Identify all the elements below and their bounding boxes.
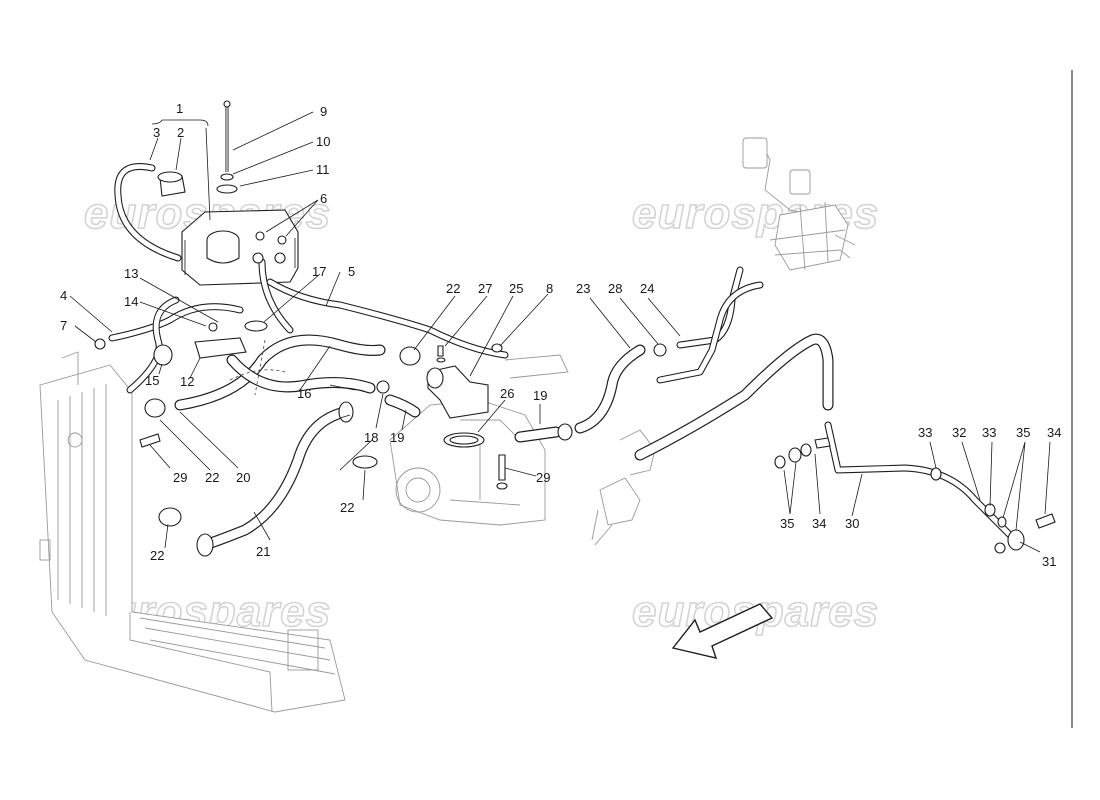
leader-lines: [69, 111, 1051, 553]
expansion-tank: [157, 171, 299, 286]
bracket: [194, 337, 247, 359]
callout-label: 10: [316, 134, 330, 149]
callout-label: 22: [150, 548, 164, 563]
callout-label: 7: [60, 318, 67, 333]
callout-labels: 1 2 3 4 5 6 7 8 9 10 11 12 13 14 15 16 1…: [60, 101, 1061, 569]
callout-label: 1: [176, 101, 183, 116]
callout-label: 5: [348, 264, 355, 279]
callout-label: 34: [812, 516, 826, 531]
callout-label: 30: [845, 516, 859, 531]
callout-label: 19: [533, 388, 547, 403]
dipstick: [216, 100, 238, 194]
hose-clamps-large: [144, 346, 573, 527]
callout-label: 35: [780, 516, 794, 531]
callout-label: 22: [340, 500, 354, 515]
callout-label: 4: [60, 288, 67, 303]
callout-label: 33: [918, 425, 932, 440]
hose-24b: [656, 281, 764, 384]
callout-label: 13: [124, 266, 138, 281]
heater-valve-ghost: [742, 137, 856, 271]
callout-label: 26: [500, 386, 514, 401]
callout-label: 22: [446, 281, 460, 296]
bolts: [139, 343, 508, 490]
hose-clamps-small: [94, 231, 287, 366]
callout-label: 15: [145, 373, 159, 388]
callout-label: 23: [576, 281, 590, 296]
callout-label: 24: [640, 281, 654, 296]
direction-arrow: [671, 603, 774, 659]
callout-label: 29: [173, 470, 187, 485]
callout-label: 20: [236, 470, 250, 485]
callout-label: 29: [536, 470, 550, 485]
callout-label: 14: [124, 294, 138, 309]
watermark-text: eurospares: [632, 587, 879, 636]
callout-label: 19: [390, 430, 404, 445]
callout-label: 34: [1047, 425, 1061, 440]
callout-label: 12: [180, 374, 194, 389]
callout-label: 11: [316, 162, 330, 177]
callout-label: 22: [205, 470, 219, 485]
callout-label: 3: [153, 125, 160, 140]
callout-label: 28: [608, 281, 622, 296]
callout-label: 33: [982, 425, 996, 440]
pipe-fittings: [774, 437, 1056, 554]
radiator-ghost: [39, 351, 346, 713]
callout-label: 2: [177, 125, 184, 140]
callout-label: 18: [364, 430, 378, 445]
callout-label: 16: [297, 386, 311, 401]
thermostat-housing: [426, 365, 489, 448]
callout-label: 17: [312, 264, 326, 279]
hose-21: [199, 406, 351, 551]
callout-label: 25: [509, 281, 523, 296]
callout-label: 31: [1042, 554, 1056, 569]
callout-label: 6: [320, 191, 327, 206]
callout-label: 21: [256, 544, 270, 559]
callout-label: 8: [546, 281, 553, 296]
callout-label: 9: [320, 104, 327, 119]
callout-label: 27: [478, 281, 492, 296]
callout-label: 32: [952, 425, 966, 440]
callout-label: 35: [1016, 425, 1030, 440]
